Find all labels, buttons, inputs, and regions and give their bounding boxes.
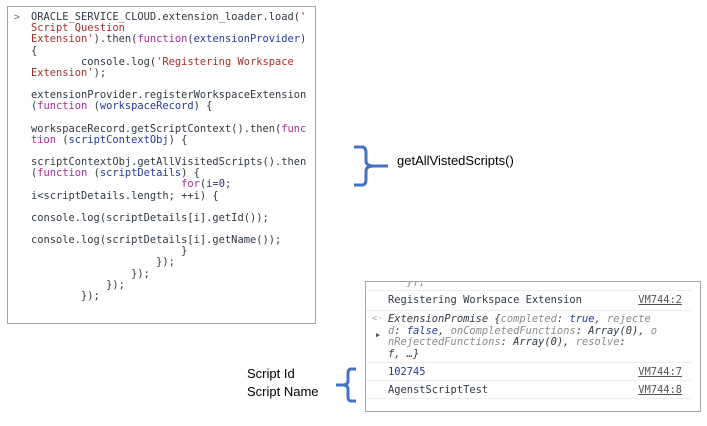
code-line: }); — [31, 278, 125, 291]
code-line: console.log(scriptDetails[i].getName()); — [31, 234, 282, 247]
prompt-chevron-icon: > — [14, 12, 21, 23]
code-line: tion (scriptContextObj) { — [31, 133, 188, 146]
code-line: { — [31, 44, 38, 57]
code-line: }); — [31, 290, 100, 303]
code-line: }); — [31, 267, 150, 280]
console-log-row: Registering Workspace Extension VM744:2 — [366, 290, 692, 311]
code-line: Extension'); — [31, 67, 107, 80]
script-id-value: 102745 — [388, 366, 426, 378]
code-line: extensionProvider.registerWorkspaceExten… — [31, 89, 307, 102]
promise-line: d: false, onCompletedFunctions: Array(0)… — [388, 324, 658, 337]
code-line: i<scriptDetails.length; ++i) { — [31, 189, 219, 202]
code-block: ORACLE_SERVICE_CLOUD.extension_loader.lo… — [31, 11, 307, 303]
code-line: ORACLE_SERVICE_CLOUD.extension_loader.lo… — [31, 11, 307, 23]
promise-line: nRejectedFunctions: Array(0), resolve: — [388, 336, 626, 348]
left-brace-icon — [336, 367, 356, 403]
code-line: console.log('Registering Workspace — [31, 55, 294, 68]
console-panel: }); Registering Workspace Extension VM74… — [365, 281, 701, 412]
code-line: console.log(scriptDetails[i].getId()); — [31, 211, 269, 224]
right-brace-icon — [354, 145, 388, 187]
promise-line: f, …} — [388, 347, 420, 360]
promise-line: ExtensionPromise {completed: true, rejec… — [388, 313, 651, 325]
source-link[interactable]: VM744:2 — [638, 294, 682, 306]
console-return-row[interactable]: <· ▶ ExtensionPromise {completed: true, … — [366, 310, 692, 363]
console-truncated-line: }); — [406, 281, 425, 288]
script-name-annotation: Script Name — [247, 384, 319, 399]
code-line: for(i=0; — [181, 178, 232, 191]
source-link[interactable]: VM744:8 — [638, 384, 682, 396]
expand-triangle-icon[interactable]: ▶ — [376, 331, 381, 339]
console-log-row: AgenstScriptTest VM744:8 — [366, 380, 692, 399]
code-line: (function (scriptDetails) { — [31, 167, 200, 180]
script-id-annotation: Script Id — [247, 366, 295, 381]
get-all-visited-annotation: getAllVistedScripts() — [397, 153, 514, 168]
code-panel: > ORACLE_SERVICE_CLOUD.extension_loader.… — [7, 6, 316, 324]
code-line: }); — [31, 256, 175, 269]
code-line: Script Question — [31, 22, 125, 35]
code-line: scriptContextObj.getAllVisitedScripts().… — [31, 156, 307, 169]
code-line: workspaceRecord.getScriptContext().then(… — [31, 122, 307, 135]
code-line: Extension').then(function(extensionProvi… — [31, 33, 307, 46]
script-name-value: AgenstScriptTest — [388, 384, 489, 396]
return-arrow-icon: <· — [372, 314, 383, 324]
code-line: (function (workspaceRecord) { — [31, 100, 213, 113]
source-link[interactable]: VM744:7 — [638, 366, 682, 378]
console-log-row: 102745 VM744:7 — [366, 362, 692, 381]
extension-promise-object: ExtensionPromise {completed: true, rejec… — [388, 313, 658, 360]
code-line: } — [31, 245, 188, 258]
